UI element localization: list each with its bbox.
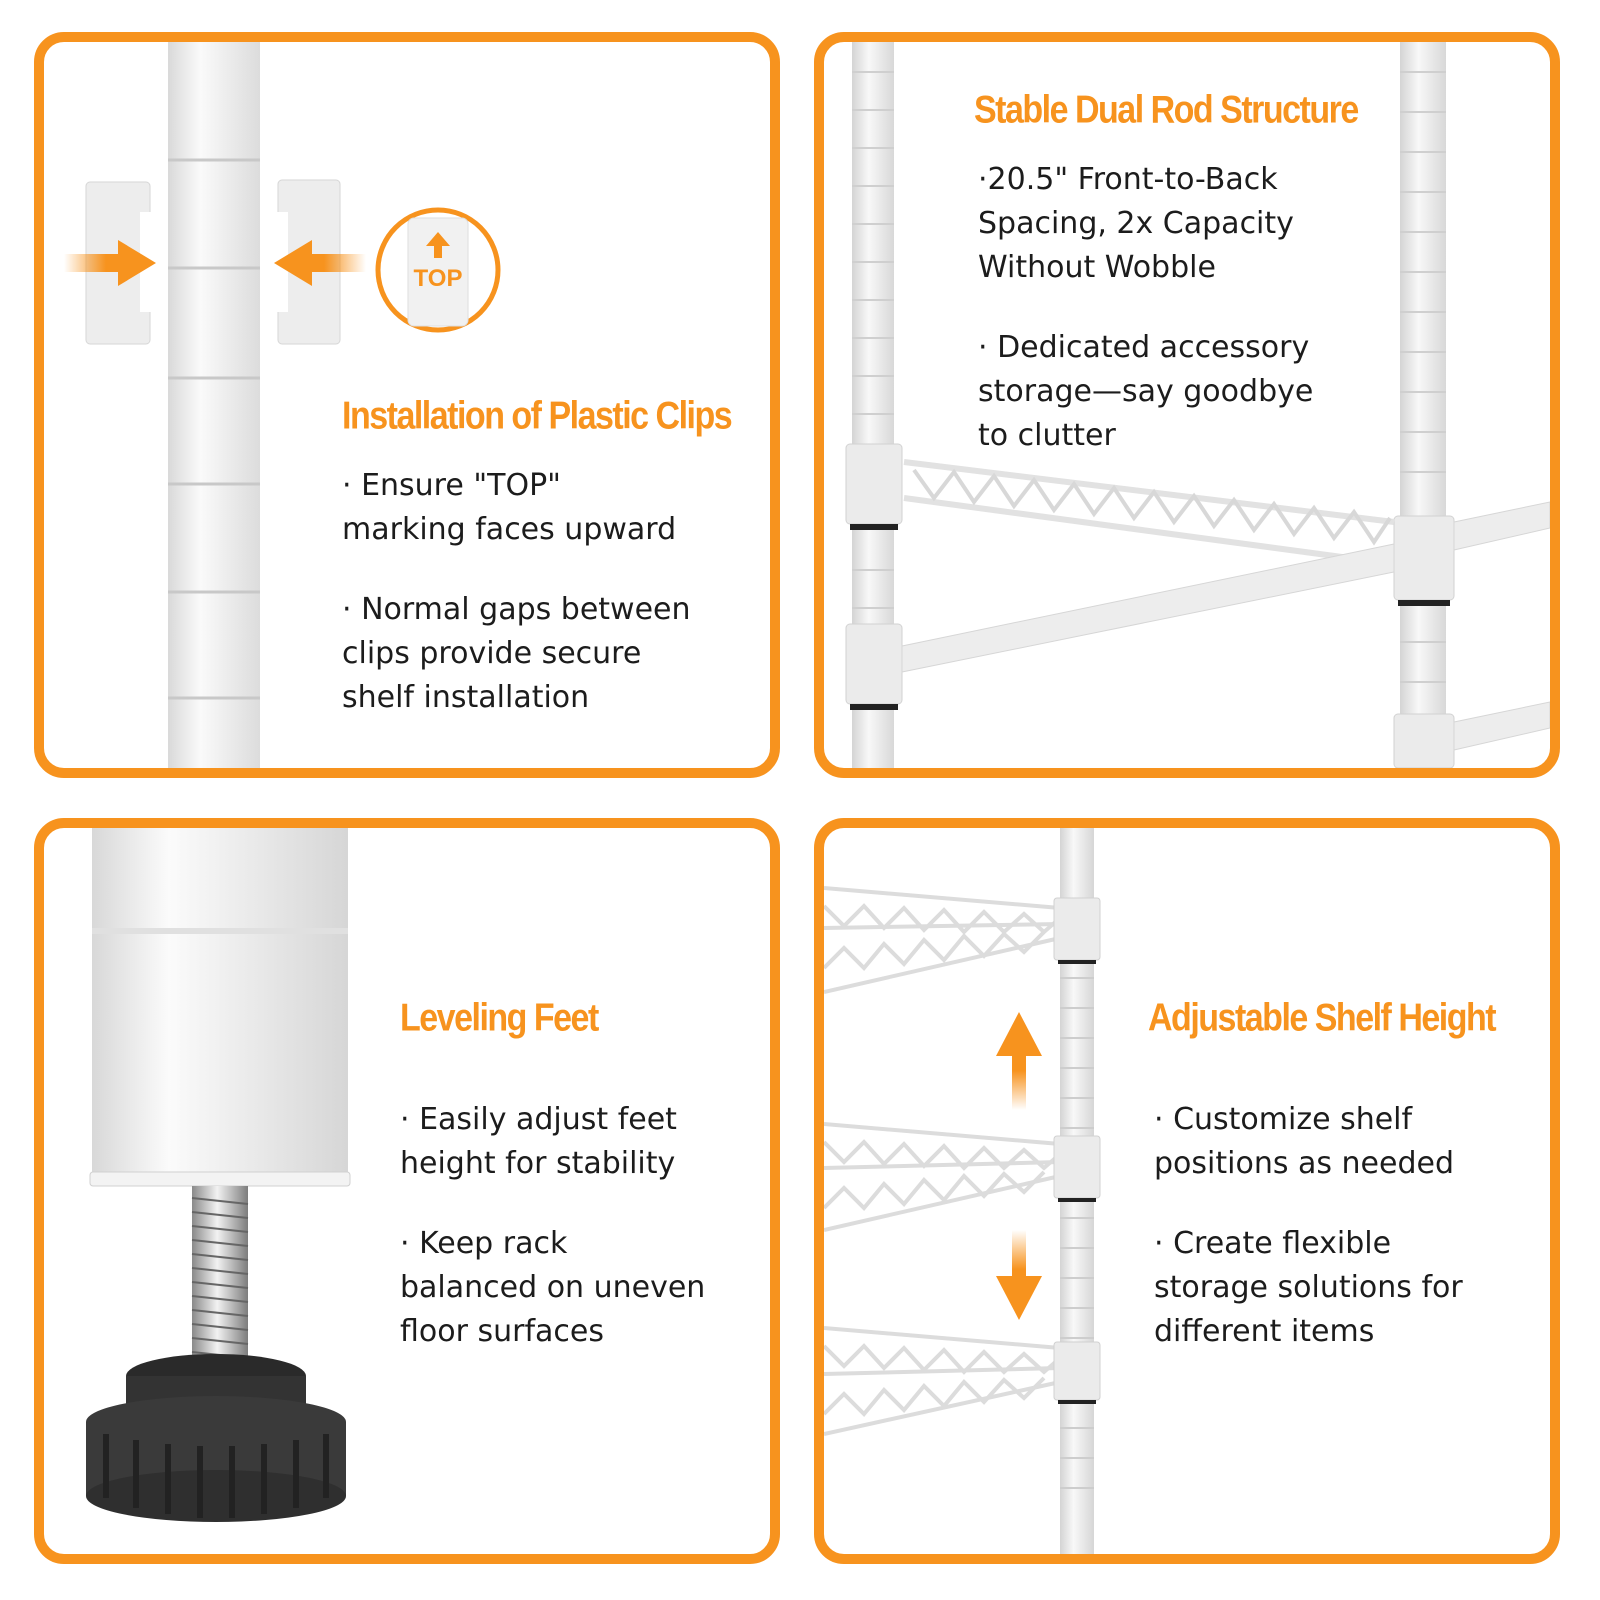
pole-clip-illustration: TOP — [64, 42, 501, 768]
panel-heading: Adjustable Shelf Height — [1148, 996, 1497, 1040]
sleeve-ring — [1058, 1198, 1096, 1202]
rubber-foot-base — [86, 1354, 346, 1522]
adjustable-shelf-illustration — [824, 828, 1101, 1554]
down-arrow-icon — [996, 1230, 1042, 1320]
bullet-item: · Easily adjust feet height for stabilit… — [400, 1102, 677, 1181]
right-post — [1393, 42, 1455, 768]
shelf-sleeve-middle — [1053, 1135, 1101, 1199]
up-arrow-icon — [426, 232, 450, 258]
leveling-feet-panel: Leveling Feet · Easily adjust feet heigh… — [34, 818, 780, 1564]
shelf-sleeve-bottom — [1053, 1341, 1101, 1401]
right-arrow-icon — [64, 240, 156, 286]
panel-heading: Installation of Plastic Clips — [342, 394, 733, 438]
wire-shelf-edge — [903, 459, 1395, 567]
dual-rod-illustration — [845, 42, 1550, 768]
leveling-foot-illustration — [86, 828, 351, 1522]
bullet-item: · Ensure "TOP" marking faces upward — [342, 468, 677, 547]
wire-shelf-top — [824, 886, 1062, 994]
sleeve-ring — [1058, 960, 1096, 964]
bullet-item: · Normal gaps between clips provide secu… — [342, 592, 691, 715]
bullet-list: ·20.5" Front-to-Back Spacing, 2x Capacit… — [978, 158, 1313, 494]
bullet-item: · Keep rack balanced on uneven floor sur… — [400, 1226, 706, 1349]
top-badge: TOP — [375, 207, 501, 333]
up-arrow-icon — [996, 1012, 1042, 1110]
wire-shelf-middle — [824, 1122, 1062, 1232]
shelf-sleeve-top — [1053, 897, 1101, 961]
vertical-pole — [168, 42, 260, 768]
bullet-item: · Customize shelf positions as needed — [1154, 1102, 1455, 1181]
dual-rod-panel: Stable Dual Rod Structure ·20.5" Front-t… — [814, 32, 1560, 778]
bullet-list: · Customize shelf positions as needed · … — [1154, 1098, 1463, 1390]
foot-pole — [89, 828, 351, 1187]
adjustable-height-panel: Adjustable Shelf Height · Customize shel… — [814, 818, 1560, 1564]
bullet-item: · Create flexible storage solutions for … — [1154, 1226, 1463, 1349]
wire-shelf-bottom — [824, 1326, 1062, 1436]
bullet-item: · Dedicated accessory storage—say goodby… — [978, 330, 1314, 453]
support-rods — [901, 501, 1550, 751]
threaded-screw — [191, 1186, 249, 1366]
bullet-list: · Ensure "TOP" marking faces upward · No… — [342, 464, 691, 756]
top-label: TOP — [414, 265, 463, 292]
clips-panel: TOP Installation of Plastic Clips · Ensu… — [34, 32, 780, 778]
bullet-item: ·20.5" Front-to-Back Spacing, 2x Capacit… — [978, 162, 1294, 285]
left-arrow-icon — [274, 240, 366, 286]
bullet-list: · Easily adjust feet height for stabilit… — [400, 1098, 705, 1390]
panel-heading: Stable Dual Rod Structure — [974, 88, 1359, 132]
panel-heading: Leveling Feet — [400, 996, 599, 1040]
sleeve-ring — [1058, 1400, 1096, 1404]
left-post — [845, 42, 903, 768]
